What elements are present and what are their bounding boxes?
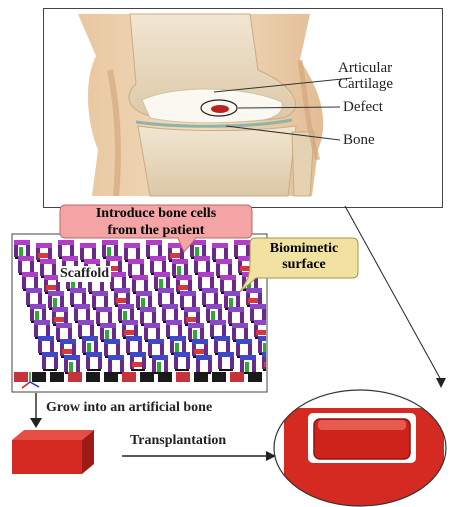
callout-cells-line1: Introduce bone cells [64,205,248,222]
transplantation-label: Transplantation [130,433,226,449]
label-articular-1: Articular [338,60,392,76]
callout-surface-text: Biomimetic surface [254,241,354,273]
label-articular-2: Cartilage [338,76,393,92]
label-defect: Defect [343,99,383,115]
grow-label: Grow into an artificial bone [46,400,212,416]
label-bone: Bone [343,132,375,148]
callout-cells-line2: from the patient [64,222,248,239]
callout-surface-line1: Biomimetic [254,241,354,257]
callout-cells-text: Introduce bone cells from the patient [64,205,248,239]
axis-triad-icon [22,372,39,388]
callout-surface-line2: surface [254,257,354,273]
artificial-bone-implant [12,430,94,474]
scaffold-label: Scaffold [58,266,111,282]
